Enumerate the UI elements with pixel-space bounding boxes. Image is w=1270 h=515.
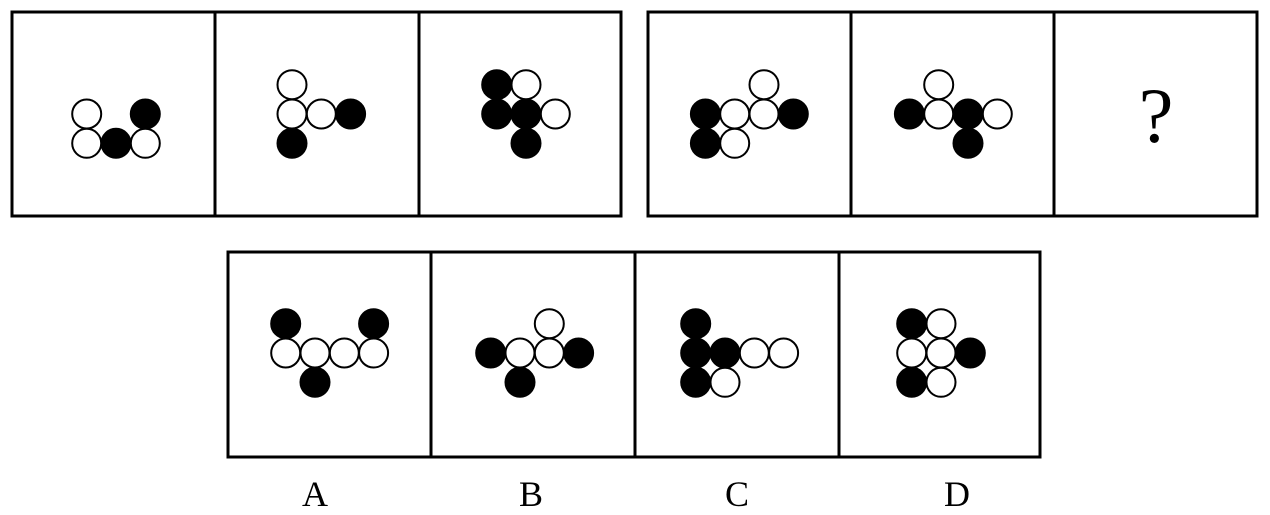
black-circle [680, 337, 712, 369]
options-strip [226, 250, 1042, 459]
option-figure-a[interactable] [270, 308, 390, 398]
option-label-b[interactable]: B [518, 474, 543, 514]
black-circle [709, 337, 741, 369]
white-circle [748, 69, 780, 101]
black-circle [680, 366, 712, 398]
black-circle [475, 337, 507, 369]
black-circle [299, 366, 331, 398]
sequence-figure-5 [893, 69, 1013, 159]
black-circle [481, 98, 513, 130]
white-circle [358, 337, 390, 369]
option-label-c[interactable]: C [724, 474, 749, 514]
white-circle [748, 98, 780, 130]
white-circle [276, 69, 308, 101]
black-circle [954, 337, 986, 369]
black-circle [689, 127, 721, 159]
sequence-figure-1 [71, 98, 161, 159]
white-circle [510, 69, 542, 101]
black-circle [893, 98, 925, 130]
white-circle [896, 337, 928, 369]
white-circle [533, 308, 565, 340]
black-circle [129, 98, 161, 130]
white-circle [129, 127, 161, 159]
white-circle [923, 98, 955, 130]
white-circle [738, 337, 770, 369]
black-circle [689, 98, 721, 130]
black-circle [563, 337, 595, 369]
option-label-a[interactable]: A [302, 474, 328, 514]
white-circle [925, 366, 957, 398]
white-circle [305, 98, 337, 130]
white-circle [709, 366, 741, 398]
white-circle [719, 127, 751, 159]
black-circle [952, 98, 984, 130]
sequence-figure-4 [689, 69, 809, 159]
option-figure-d[interactable] [896, 308, 986, 398]
white-circle [925, 308, 957, 340]
option-figure-c[interactable] [680, 308, 800, 398]
black-circle [481, 69, 513, 101]
white-circle [533, 337, 565, 369]
option-figure-b[interactable] [475, 308, 595, 398]
black-circle [680, 308, 712, 340]
white-circle [71, 98, 103, 130]
black-circle [335, 98, 367, 130]
black-circle [896, 308, 928, 340]
white-circle [276, 98, 308, 130]
white-circle [504, 337, 536, 369]
black-circle [777, 98, 809, 130]
black-circle [896, 366, 928, 398]
black-circle [100, 127, 132, 159]
white-circle [71, 127, 103, 159]
sequence-figure-3 [481, 69, 571, 159]
black-circle [510, 127, 542, 159]
unknown-figure-mark: ? [1139, 72, 1174, 159]
black-circle [358, 308, 390, 340]
black-circle [952, 127, 984, 159]
white-circle [768, 337, 800, 369]
white-circle [925, 337, 957, 369]
sequence-figure-2 [276, 69, 367, 159]
white-circle [981, 98, 1013, 130]
white-circle [328, 337, 360, 369]
sequence-strip-right: ? [646, 10, 1259, 218]
white-circle [923, 69, 955, 101]
white-circle [719, 98, 751, 130]
sequence-strip-left [10, 10, 623, 218]
option-label-d[interactable]: D [944, 474, 970, 514]
white-circle [299, 337, 331, 369]
black-circle [504, 366, 536, 398]
black-circle [510, 98, 542, 130]
black-circle [276, 127, 308, 159]
white-circle [270, 337, 302, 369]
black-circle [270, 308, 302, 340]
white-circle [539, 98, 571, 130]
